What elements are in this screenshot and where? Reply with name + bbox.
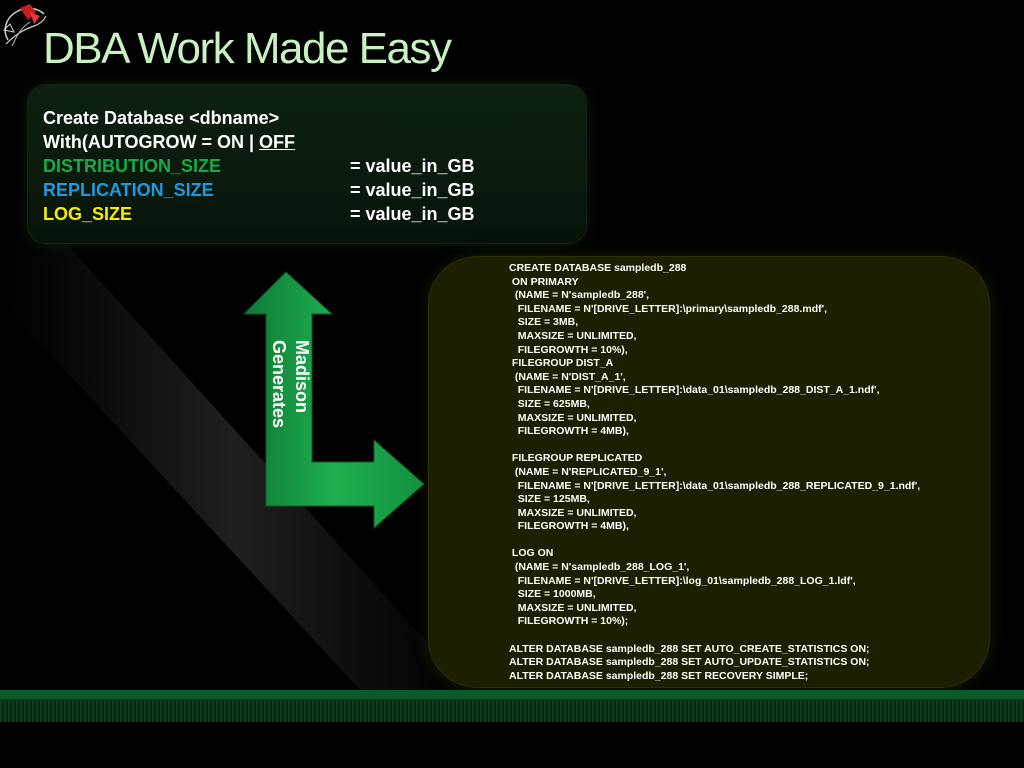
syntax-panel <box>28 85 586 243</box>
code-line: SIZE = 3MB, <box>509 316 579 329</box>
code-line: (NAME = N'sampledb_288_LOG_1', <box>509 561 690 574</box>
code-line <box>509 439 979 453</box>
code-line: FILEGROUP REPLICATED <box>509 452 643 465</box>
syntax-row-distribution: DISTRIBUTION_SIZE = value_in_GB <box>43 154 563 178</box>
code-line: FILEGROWTH = 4MB), <box>509 520 629 533</box>
code-line: ALTER DATABASE sampledb_288 SET AUTO_UPD… <box>509 656 870 669</box>
code-line: ON PRIMARY <box>509 275 579 288</box>
code-line: ALTER DATABASE sampledb_288 SET RECOVERY… <box>509 669 809 682</box>
distribution-size-key: DISTRIBUTION_SIZE <box>43 156 222 176</box>
code-line: (NAME = N'sampledb_288', <box>509 289 650 302</box>
page-title: DBA Work Made Easy <box>43 24 452 73</box>
replication-size-key: REPLICATION_SIZE <box>43 180 214 200</box>
code-line: FILEGROWTH = 10%); <box>509 615 629 628</box>
generates-arrow-icon <box>242 271 425 530</box>
code-line: (NAME = N'REPLICATED_9_1', <box>509 465 667 478</box>
code-line: FILENAME = N'[DRIVE_LETTER]:\primary\sam… <box>509 302 828 315</box>
code-line: CREATE DATABASE sampledb_288 <box>509 262 687 274</box>
autogrow-label: With(AUTOGROW = ON | <box>43 132 260 152</box>
autogrow-off: OFF <box>259 132 296 152</box>
distribution-size-value: = value_in_GB <box>350 156 475 176</box>
generated-code-panel <box>429 257 989 687</box>
syntax-line-create: Create Database <dbname> <box>43 108 280 128</box>
arrow-label-madison: Madison <box>292 340 312 414</box>
code-line: FILEGROWTH = 4MB), <box>509 425 629 438</box>
code-line: SIZE = 1000MB, <box>509 588 596 601</box>
code-line: LOG ON <box>509 547 554 560</box>
code-line: MAXSIZE = UNLIMITED, <box>509 601 637 614</box>
code-line: MAXSIZE = UNLIMITED, <box>509 329 637 342</box>
footer-line <box>0 690 1024 699</box>
syntax-row-replication: REPLICATION_SIZE = value_in_GB <box>43 178 563 202</box>
code-line: SIZE = 625MB, <box>509 397 590 410</box>
generated-code: CREATE DATABASE sampledb_288 ON PRIMARY … <box>509 262 979 683</box>
sql-server-logo-icon <box>2 4 47 47</box>
replication-size-value: = value_in_GB <box>350 180 475 200</box>
log-size-value: = value_in_GB <box>350 204 475 224</box>
syntax-row-log: LOG_SIZE = value_in_GB <box>43 202 563 226</box>
syntax-line-autogrow: With(AUTOGROW = ON | OFF <box>43 130 563 154</box>
code-line: FILENAME = N'[DRIVE_LETTER]:\log_01\samp… <box>509 574 856 587</box>
code-line: (NAME = N'DIST_A_1', <box>509 370 626 383</box>
code-line: FILEGROUP DIST_A <box>509 357 614 370</box>
log-size-key: LOG_SIZE <box>43 204 133 224</box>
code-line <box>509 629 979 643</box>
code-line: FILEGROWTH = 10%), <box>509 343 628 356</box>
code-line: FILENAME = N'[DRIVE_LETTER]:\data_01\sam… <box>509 479 921 492</box>
syntax-text: Create Database <dbname> With(AUTOGROW =… <box>43 106 563 226</box>
code-line: SIZE = 125MB, <box>509 493 590 506</box>
code-line <box>509 534 979 548</box>
code-line: MAXSIZE = UNLIMITED, <box>509 411 637 424</box>
code-line: FILENAME = N'[DRIVE_LETTER]:\data_01\sam… <box>509 384 880 397</box>
arrow-label-generates: Generates <box>269 340 289 429</box>
code-line: MAXSIZE = UNLIMITED, <box>509 506 637 519</box>
code-line: ALTER DATABASE sampledb_288 SET AUTO_CRE… <box>509 642 870 655</box>
arrow-label: Madison Generates <box>263 340 313 440</box>
